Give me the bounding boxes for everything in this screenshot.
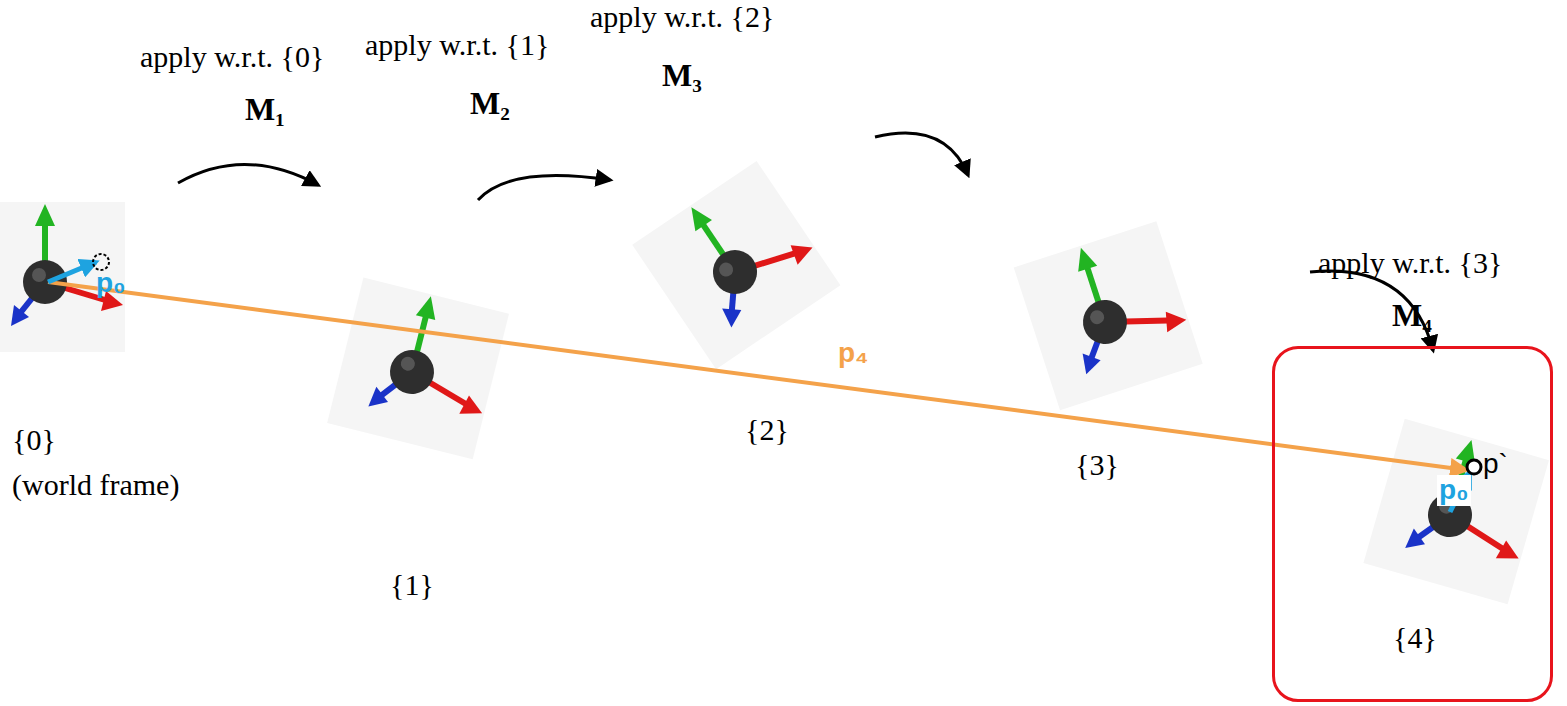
- diagram-label: M₃: [662, 58, 702, 93]
- diagram-label: apply w.r.t. {2}: [590, 0, 774, 33]
- diagram-label: p₄: [838, 338, 868, 369]
- node-text: p₀: [1437, 475, 1471, 506]
- diagram-label: M₄: [1392, 298, 1432, 333]
- diagram-label: apply w.r.t. {1}: [365, 28, 549, 61]
- diagram-label: apply w.r.t. {0}: [140, 40, 324, 73]
- node-text: p`: [1483, 449, 1508, 480]
- diagram-label: p₀: [96, 268, 126, 299]
- diagram-label: {2}: [745, 413, 789, 446]
- diagram-label: M₁: [245, 92, 285, 127]
- diagram-label: {1}: [390, 568, 434, 601]
- diagram-label: M₂: [470, 86, 510, 121]
- diagram-label: {0}: [12, 423, 56, 456]
- node-text: {4}: [1393, 621, 1437, 654]
- highlight-box: p` p₀ {4}: [1272, 346, 1553, 702]
- diagram-label: (world frame): [12, 468, 179, 501]
- diagram-label: {3}: [1075, 448, 1119, 481]
- diagram-label: apply w.r.t. {3}: [1318, 246, 1502, 279]
